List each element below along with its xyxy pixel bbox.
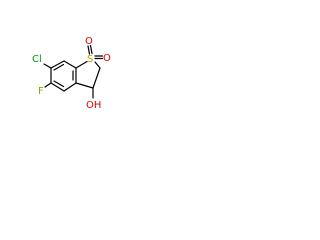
bond-c5-c4: [50, 82, 65, 92]
benzene-ring: [50, 60, 77, 92]
double-bond-c5-c4: [53, 80, 65, 88]
bond-c7a-s: [75, 60, 88, 69]
molecule-structure: Cl F S O O OH: [32, 36, 111, 111]
atom-label-oxygen-2: O: [103, 53, 111, 64]
bond-c2-c3: [92, 67, 101, 89]
bond-s-o1-a: [87, 45, 91, 55]
bond-c7-c6: [50, 60, 65, 69]
bond-c4-c3a: [63, 82, 77, 92]
sulfonyl-bonds: [87, 44, 104, 60]
bond-c6-cl: [43, 63, 52, 69]
bond-c7a-c7: [63, 60, 77, 69]
atom-label-oxygen-1: O: [85, 36, 93, 47]
double-bond-c7-c6: [53, 63, 65, 71]
thiophene-ring: [75, 60, 101, 89]
bond-c3-c3a: [75, 82, 94, 89]
atom-label-sulfur: S: [87, 54, 93, 65]
bond-c5-f: [44, 82, 52, 88]
atom-label-chlorine: Cl: [32, 54, 42, 65]
bond-s-o1-b: [89, 44, 93, 55]
atom-label-hydroxyl: OH: [86, 100, 101, 111]
atom-label-fluorine: F: [38, 86, 44, 97]
bond-s-c2: [94, 61, 101, 69]
